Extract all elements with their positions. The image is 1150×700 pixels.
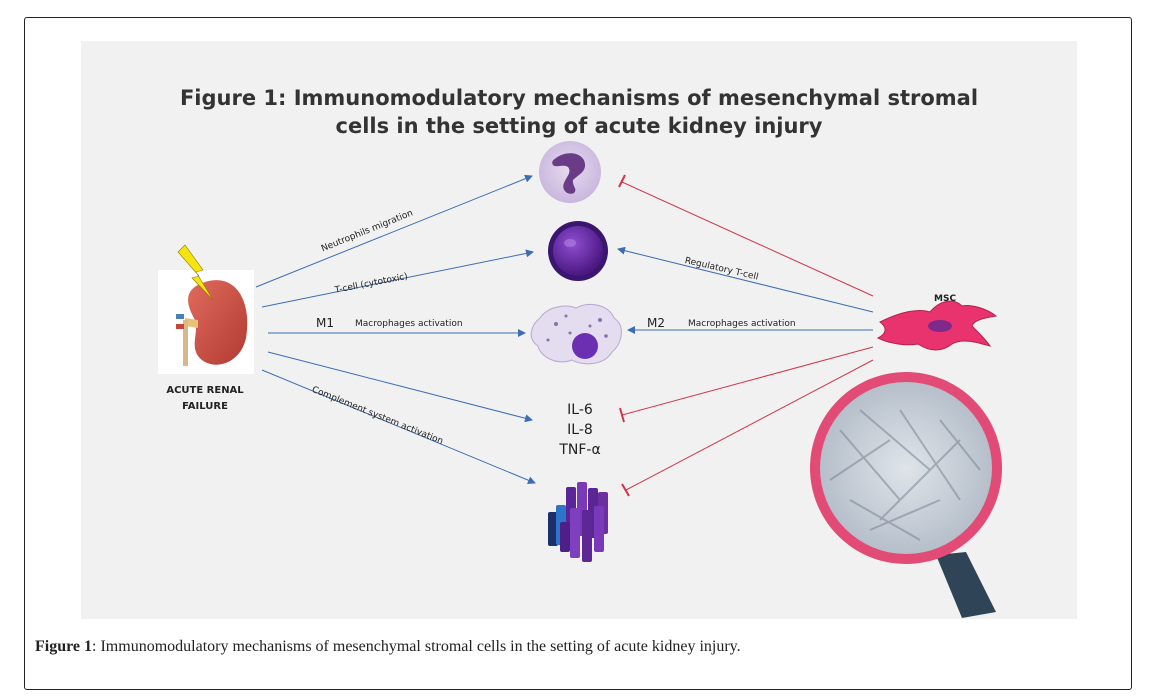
figure-title-line-2: cells in the setting of acute kidney inj… xyxy=(335,114,823,138)
msc-label: MSC xyxy=(934,294,957,304)
figure-frame xyxy=(24,17,1132,690)
tcell-arrow xyxy=(261,249,534,308)
figure-caption-prefix: Figure 1 xyxy=(35,638,93,655)
figure-caption: Figure 1: Immunomodulatory mechanisms of… xyxy=(35,638,741,656)
acute-renal-failure-label: ACUTE RENAL FAILURE xyxy=(150,383,260,415)
complement-arrow xyxy=(261,369,536,485)
m1-tag: M1 xyxy=(316,316,334,330)
complement-system-icon xyxy=(548,482,608,562)
magnifying-glass-icon xyxy=(810,372,1002,618)
neutrophils-arrow xyxy=(255,174,533,288)
acute-renal-failure-line-1: ACUTE RENAL xyxy=(166,385,244,396)
msc-cell-icon xyxy=(876,300,998,351)
m2-macrophages-label: Macrophages activation xyxy=(688,319,796,329)
complement-inhibition-bar xyxy=(621,483,630,497)
inhibition-lines xyxy=(618,174,874,497)
complement-inhibition-line xyxy=(625,359,874,491)
m2-tag: M2 xyxy=(647,316,665,330)
cytokine-il8: IL-8 xyxy=(567,422,593,438)
cytokine-tnf-alpha: TNF-α xyxy=(559,442,601,458)
figure-caption-text: : Immunomodulatory mechanisms of mesench… xyxy=(92,638,741,655)
acute-renal-failure-line-2: FAILURE xyxy=(182,401,228,412)
figure-title: Figure 1: Immunomodulatory mechanisms of… xyxy=(0,84,1150,140)
activation-arrows xyxy=(255,174,874,485)
regulatory-arrow xyxy=(617,246,874,313)
neutrophil-icon xyxy=(539,141,601,203)
cytokine-il6: IL-6 xyxy=(567,402,593,418)
cytokine-inhibition-line xyxy=(621,346,874,416)
cytokine-arrow xyxy=(267,351,533,423)
kidney-illustration xyxy=(158,244,254,374)
macrophage-icon xyxy=(530,303,622,365)
cytokine-inhibition-bar xyxy=(619,407,625,423)
m1-macrophages-label: Macrophages activation xyxy=(355,319,463,329)
neutrophil-inhibition-bar xyxy=(618,174,626,188)
t-cell-icon xyxy=(548,221,608,281)
neutrophil-inhibition-line xyxy=(621,181,874,297)
cytokine-list: IL-6 IL-8 TNF-α xyxy=(540,400,620,460)
figure-title-line-1: Figure 1: Immunomodulatory mechanisms of… xyxy=(179,86,979,110)
